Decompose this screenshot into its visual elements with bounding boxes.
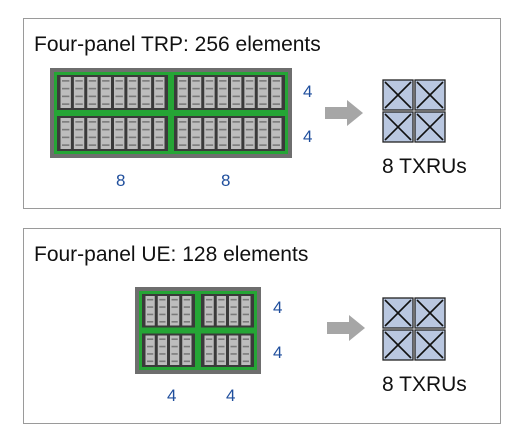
trp-txru-label: 8 TXRUs bbox=[382, 155, 467, 178]
txru-cross bbox=[416, 331, 444, 359]
antenna-element-column bbox=[145, 335, 155, 365]
antenna-element-column bbox=[241, 335, 251, 365]
antenna-element-column bbox=[154, 77, 165, 108]
right-arrow-icon bbox=[327, 315, 365, 341]
antenna-element-column bbox=[204, 296, 214, 326]
trp-cols-label-left: 8 bbox=[116, 171, 126, 190]
antenna-element-column bbox=[216, 335, 226, 365]
antenna-panel bbox=[171, 113, 288, 154]
antenna-element-column bbox=[244, 118, 255, 149]
txru-cross bbox=[384, 81, 412, 109]
antenna-element-column bbox=[127, 77, 138, 108]
ue-title: Four-panel UE: 128 elements bbox=[34, 243, 309, 266]
txru-cross bbox=[416, 113, 444, 141]
antenna-element-column bbox=[154, 118, 165, 149]
trp-txru-grid bbox=[382, 79, 446, 143]
antenna-element-column bbox=[190, 77, 202, 108]
antenna-element-column bbox=[182, 296, 192, 326]
antenna-element-column bbox=[204, 118, 215, 149]
ue-cols-label-left: 4 bbox=[167, 386, 177, 405]
right-arrow-icon bbox=[325, 100, 363, 126]
ue-txru-grid bbox=[382, 297, 446, 361]
antenna-element-column bbox=[257, 77, 269, 108]
antenna-element-column bbox=[231, 118, 242, 149]
txru-cross bbox=[416, 299, 444, 327]
antenna-element-column bbox=[244, 77, 255, 108]
trp-rows-label-bottom: 4 bbox=[303, 127, 313, 146]
antenna-element-column bbox=[229, 335, 239, 365]
ue-rows-label-bottom: 4 bbox=[273, 343, 283, 362]
antenna-element-column bbox=[114, 77, 125, 108]
antenna-element-column bbox=[100, 77, 111, 108]
antenna-element-column bbox=[241, 296, 251, 326]
antenna-element-column bbox=[231, 77, 242, 108]
txru-cross bbox=[384, 113, 412, 141]
ue-txru-label: 8 TXRUs bbox=[382, 373, 467, 396]
ue-cols-label-right: 4 bbox=[226, 386, 236, 405]
ue-rows-label-top: 4 bbox=[273, 298, 283, 317]
antenna-element-column bbox=[73, 77, 85, 108]
antenna-element-column bbox=[127, 118, 138, 149]
antenna-element-column bbox=[157, 296, 167, 326]
antenna-panel bbox=[54, 72, 171, 113]
antenna-panel bbox=[171, 72, 288, 113]
antenna-element-column bbox=[145, 296, 155, 326]
antenna-element-column bbox=[140, 77, 152, 108]
antenna-element-column bbox=[73, 118, 85, 149]
antenna-element-column bbox=[217, 77, 228, 108]
ue-antenna-array bbox=[135, 287, 261, 374]
antenna-panel bbox=[54, 113, 171, 154]
trp-antenna-array bbox=[50, 68, 292, 158]
txru-cross bbox=[384, 331, 412, 359]
antenna-element-column bbox=[182, 335, 192, 365]
antenna-element-column bbox=[87, 77, 98, 108]
trp-rows-label-top: 4 bbox=[303, 82, 313, 101]
txru-cross bbox=[384, 299, 412, 327]
antenna-element-column bbox=[87, 118, 98, 149]
antenna-element-column bbox=[257, 118, 269, 149]
antenna-element-column bbox=[229, 296, 239, 326]
antenna-element-column bbox=[100, 118, 111, 149]
trp-cols-label-right: 8 bbox=[221, 171, 231, 190]
antenna-element-column bbox=[177, 77, 188, 108]
antenna-element-column bbox=[271, 118, 282, 149]
antenna-element-column bbox=[271, 77, 282, 108]
antenna-element-column bbox=[170, 335, 180, 365]
antenna-element-column bbox=[140, 118, 152, 149]
antenna-element-column bbox=[190, 118, 202, 149]
trp-title: Four-panel TRP: 256 elements bbox=[34, 33, 321, 56]
antenna-element-column bbox=[217, 118, 228, 149]
antenna-element-column bbox=[177, 118, 188, 149]
antenna-element-column bbox=[170, 296, 180, 326]
antenna-element-column bbox=[204, 335, 214, 365]
txru-cross bbox=[416, 81, 444, 109]
antenna-element-column bbox=[204, 77, 215, 108]
antenna-element-column bbox=[60, 77, 71, 108]
antenna-element-column bbox=[216, 296, 226, 326]
antenna-element-column bbox=[114, 118, 125, 149]
antenna-element-column bbox=[60, 118, 71, 149]
antenna-element-column bbox=[157, 335, 167, 365]
